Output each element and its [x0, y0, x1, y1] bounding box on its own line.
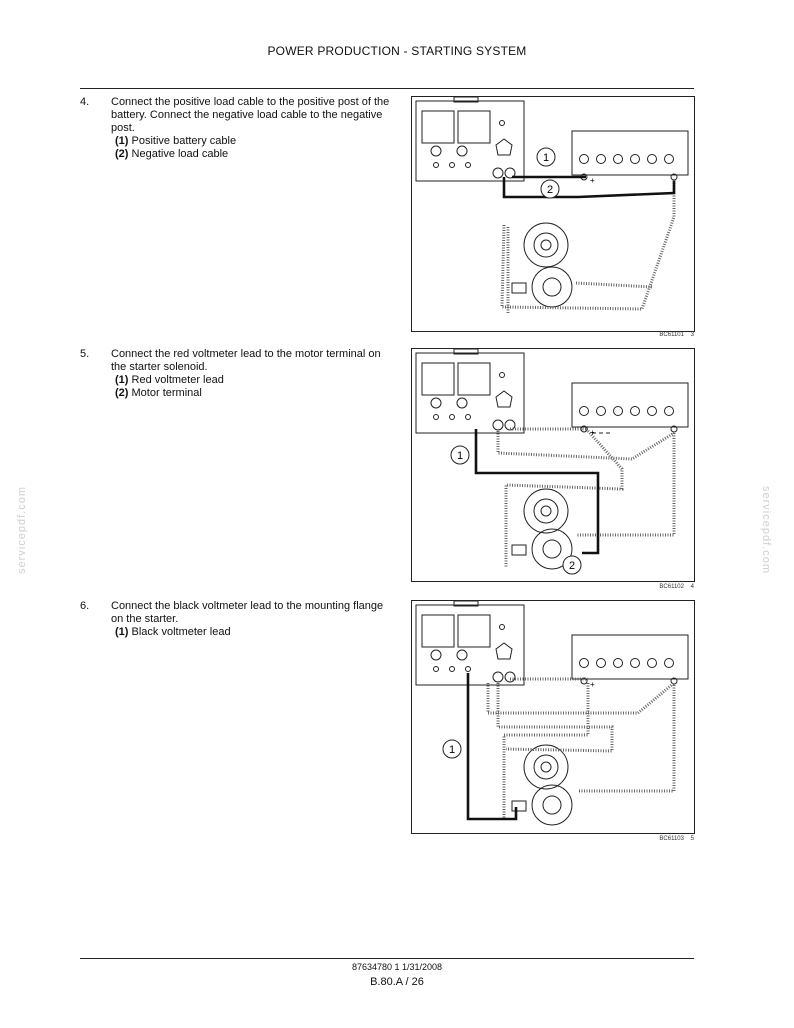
step-text: Connect the red voltmeter lead to the mo… [111, 348, 381, 373]
watermark-right: servicepdf.com [759, 486, 772, 574]
figure-caption: BC61101 3 [659, 332, 694, 338]
figure-caption: BC61103 5 [659, 836, 694, 842]
wiring-diagram: + 1 2 [415, 349, 689, 575]
step-text: Connect the positive load cable to the p… [111, 96, 390, 134]
callout-1: 1 [449, 744, 455, 756]
step-text: Connect the black voltmeter lead to the … [111, 600, 384, 625]
figure-caption: BC61102 4 [659, 584, 694, 590]
page-header: POWER PRODUCTION - STARTING SYSTEM [267, 44, 527, 58]
callout-2: 2 [547, 184, 553, 196]
step-number: 5. [80, 348, 90, 360]
callout-2: 2 [569, 560, 575, 572]
step-number: 6. [80, 600, 90, 612]
svg-text:+: + [590, 428, 595, 437]
step-6: 6. Connect the black voltmeter lead to t… [80, 600, 390, 639]
wiring-diagram: + 1 [415, 601, 689, 826]
svg-text:+: + [590, 176, 595, 185]
footer-page-number: B.80.A / 26 [370, 976, 424, 988]
svg-text:+: + [590, 680, 595, 689]
header-rule [80, 88, 694, 89]
callout-1: 1 [457, 450, 463, 462]
wiring-diagram: + 1 2 [415, 97, 689, 313]
footer-rule [80, 958, 694, 959]
step-5: 5. Connect the red voltmeter lead to the… [80, 348, 390, 400]
step-item: (1) Positive battery cable [115, 135, 237, 147]
step-item: (2) Negative load cable [115, 148, 229, 160]
callout-1: 1 [543, 152, 549, 164]
watermark-left: servicepdf.com [15, 486, 28, 574]
step-item: (1) Red voltmeter lead [115, 374, 224, 386]
figure-red-voltmeter: + 1 2 [411, 348, 695, 582]
step-number: 4. [80, 96, 90, 108]
step-item: (1) Black voltmeter lead [115, 626, 231, 638]
step-4: 4. Connect the positive load cable to th… [80, 96, 390, 161]
figure-black-voltmeter: + 1 [411, 600, 695, 834]
step-item: (2) Motor terminal [115, 387, 202, 399]
footer-document-number: 87634780 1 1/31/2008 [351, 962, 443, 972]
figure-load-cables: + 1 2 [411, 96, 695, 332]
